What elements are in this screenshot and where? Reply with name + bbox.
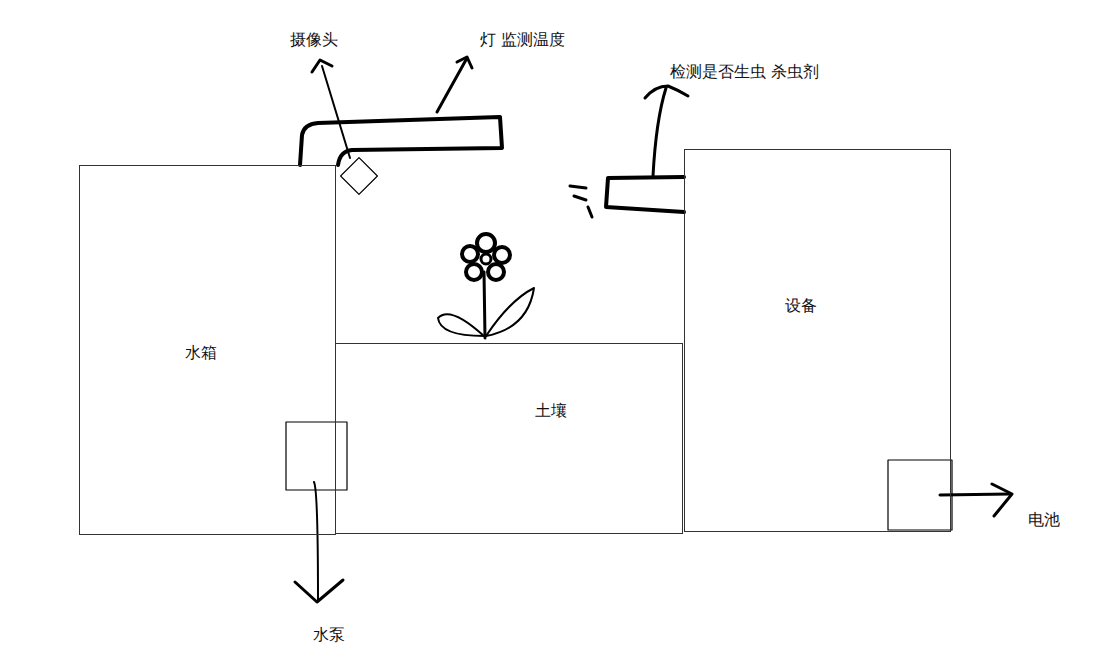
callout-label: 检测是否生虫 杀虫剂 (670, 62, 819, 83)
component-box: 设备 (684, 149, 951, 532)
flower-plant (438, 234, 534, 338)
sensor-leader (653, 88, 666, 176)
lamp-leader (437, 58, 467, 112)
arrow-head (645, 86, 688, 98)
box-label: 水箱 (185, 343, 217, 364)
callout-label: 灯 监测温度 (480, 30, 565, 51)
pump-symbol (286, 422, 347, 490)
pump-leader (314, 482, 318, 600)
arrow-head (992, 484, 1012, 516)
component-box: 土壤 (335, 343, 683, 534)
camera-leader (322, 66, 350, 158)
spray-mark (570, 186, 592, 217)
lamp-arm (300, 117, 502, 165)
component-box: 水箱 (79, 165, 336, 535)
callout-label: 电池 (1028, 510, 1060, 531)
callout-label: 摄像头 (290, 30, 338, 51)
arrow-head (312, 60, 332, 72)
box-label: 设备 (785, 296, 817, 317)
callout-label: 水泵 (313, 625, 345, 646)
camera-symbol (341, 158, 378, 195)
arrow-head (295, 580, 343, 602)
pest-sensor (606, 177, 684, 212)
arrow-head (457, 57, 472, 68)
box-label: 土壤 (535, 401, 567, 422)
